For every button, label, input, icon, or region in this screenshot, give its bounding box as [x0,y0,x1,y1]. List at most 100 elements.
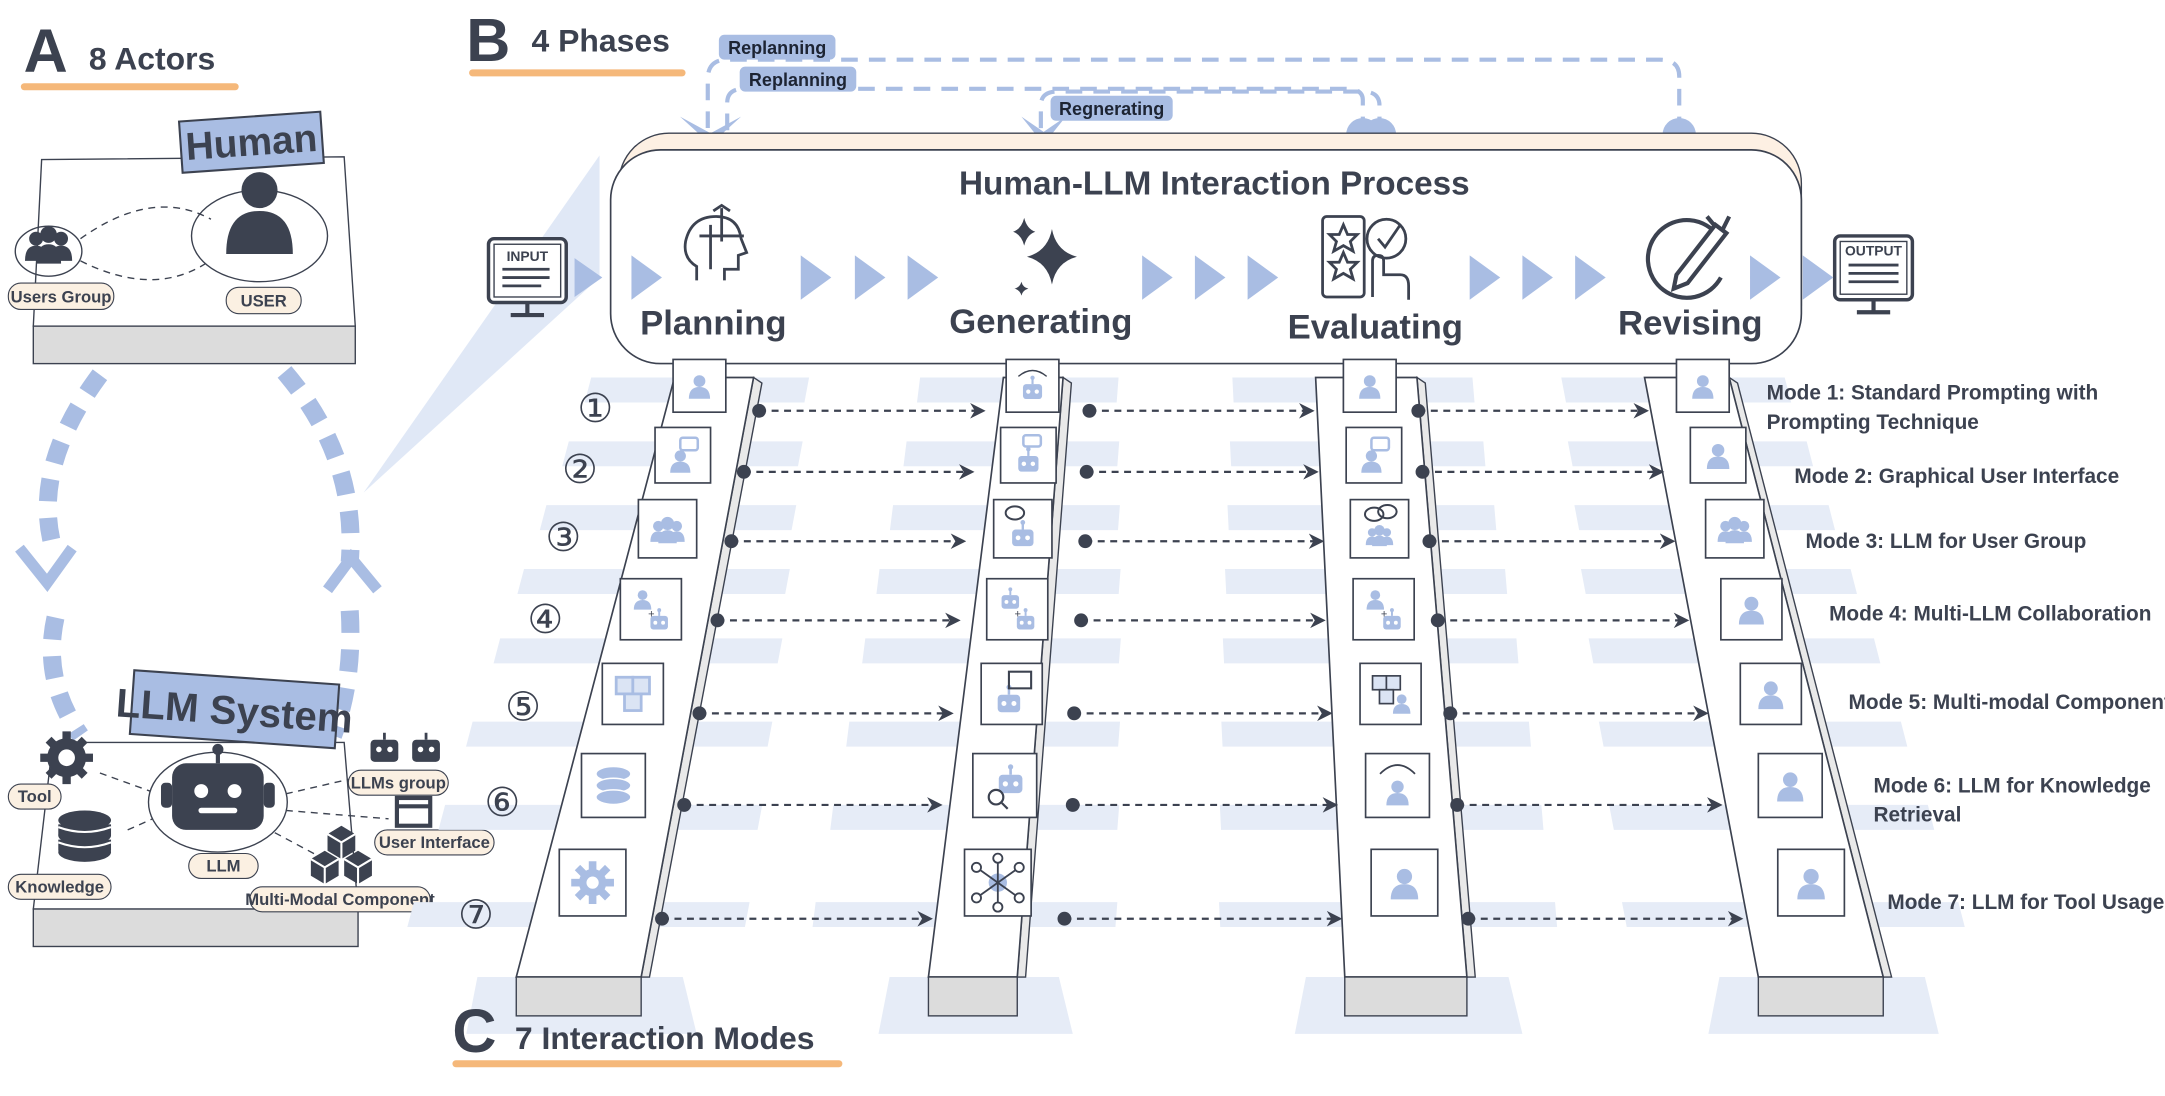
gear-icon [40,731,93,785]
mode-6-planning-box [580,752,647,819]
mode-7-generating-box [963,848,1032,917]
section-a-title: 8 Actors [89,40,216,76]
window-icon [394,795,433,828]
replanning-label-1: Replanning [728,38,826,58]
robot-image-icon [996,670,1033,714]
group-bubble-icon [1363,504,1398,547]
mode-icons: + + + [558,358,1846,917]
cubes-person-icon [1371,675,1411,714]
mode-2-label: Mode 2: Graphical User Interface [1794,465,2119,488]
mode-2-generating-box [999,426,1057,484]
mode-7-label: Mode 7: LLM for Tool Usage [1887,891,2164,914]
section-b-underline [469,69,686,77]
phase-label-revising: Revising [1618,304,1763,342]
mode-4-label: Mode 4: Multi-LLM Collaboration [1829,602,2151,625]
person-robot-icon: + [1366,590,1402,631]
user-interface-tag [374,829,495,856]
mode-1-evaluating-box [1342,358,1397,414]
mode-7-revising-box [1776,848,1846,917]
mode-number-5: ⑤ [505,684,541,729]
mode-2-revising-box [1689,426,1747,484]
human-badge-label: Human [184,117,318,169]
llm-tag [188,852,259,880]
person-loop-icon [1379,764,1416,806]
mode-3-generating-box [992,498,1053,559]
network-icon [970,852,1025,913]
rating-stars-icon [1321,215,1411,300]
mode-6-label-line2: Retrieval [1874,804,1962,827]
robot-chat-icon [1017,433,1043,473]
input-label: INPUT [507,248,549,264]
zoom-wedge [363,155,600,493]
tool-label: Tool [18,787,52,806]
mode-4-planning-box: + [619,577,683,641]
llm-system-platform: LLM System Tool LLMs group User Interfac… [7,669,495,948]
mode-numbers: ① ② ③ ④ ⑤ ⑥ ⑦ [458,386,613,938]
svg-text:+: + [1381,609,1387,621]
llms-group-tag [347,769,449,796]
mode-2-evaluating-box [1345,426,1403,484]
revise-pencil-icon [1645,215,1732,300]
person-robot-icon: + [633,590,669,631]
mode-6-generating-box [972,752,1038,819]
mode-5-planning-box [601,662,665,726]
knowledge-tag [7,873,112,900]
svg-text:+: + [648,609,654,621]
user-label: USER [241,292,287,311]
replanning-tag-2 [739,66,857,92]
replanning-label-2: Replanning [749,70,847,90]
mode-7-evaluating-box [1370,848,1439,917]
gear-icon [571,861,614,905]
user-tag [225,286,302,315]
section-b-heading: B 4 Phases [466,6,686,77]
llm-system-badge: LLM System [115,669,354,750]
actor-cycle-arrows [15,366,382,741]
llm-label: LLM [206,857,240,876]
mode-6-evaluating-box [1364,752,1431,819]
mode-5-generating-box [980,662,1044,726]
users-group-label: Users Group [11,288,112,307]
flow-chevrons [574,255,1834,300]
mode-5-evaluating-box [1359,662,1422,726]
tool-tag [7,783,62,810]
mode-number-4: ④ [527,597,563,642]
mode-number-2: ② [562,447,598,492]
user-interface-label: User Interface [379,833,490,852]
up-chevron-icon [323,548,382,594]
phase-label-planning: Planning [640,304,786,342]
database-icon [595,765,632,806]
process-box: Human-LLM Interaction Process [609,132,1803,365]
mode-6-revising-box [1757,752,1824,819]
sparkle-icon [1013,217,1077,296]
robot-robot-icon: + [1000,586,1036,631]
pillar-evaluating-base [1344,976,1468,1017]
robot-search-icon [987,762,1024,810]
section-b-title: 4 Phases [532,22,670,58]
mode-3-revising-box [1704,498,1765,559]
mode-7-planning-box [558,848,627,917]
robot-loop-icon [1017,369,1048,401]
mode-6-arrow-2-start-dot [1065,797,1080,812]
mode-4-generating-box: + [985,577,1049,641]
svg-text:+: + [1014,609,1020,621]
mode-5-label: Mode 5: Multi-modal Component [1849,691,2165,714]
mode-1-generating-box [1005,358,1060,414]
user-icon [226,172,293,254]
mode-3-label: Mode 3: LLM for User Group [1806,530,2087,553]
planning-head-icon [683,203,749,281]
mode-1-planning-box [672,358,727,414]
users-group-tag [7,282,115,311]
down-chevron-icon [15,544,77,593]
users-group-icon [24,226,73,264]
section-b-letter: B [466,6,510,74]
mode-4-evaluating-box: + [1352,577,1416,641]
mode-3-evaluating-box [1349,498,1410,559]
section-a-heading: A 8 Actors [20,17,239,91]
output-monitor-icon: OUTPUT [1832,234,1915,315]
mode-labels: Mode 1: Standard Prompting with Promptin… [1767,382,2165,914]
mode-1-label-line1: Mode 1: Standard Prompting with [1767,382,2099,405]
phase-label-generating: Generating [949,303,1132,341]
knowledge-label: Knowledge [15,877,104,896]
human-badge: Human [177,110,325,174]
